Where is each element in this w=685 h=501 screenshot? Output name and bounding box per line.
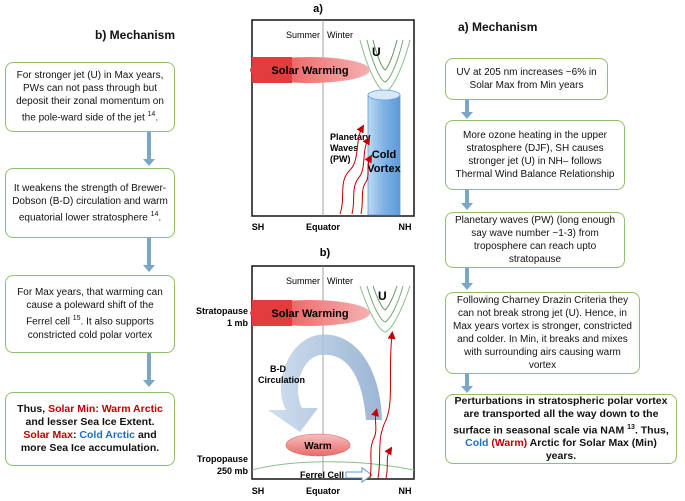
left-header: b) Mechanism: [95, 28, 176, 42]
diagram-a-solar-warming-label: Solar Warming: [271, 65, 348, 77]
right-summary-text: Perturbations in stratospheric polar vor…: [453, 394, 669, 463]
left-box-3-text: For Max years, that warming can cause a …: [17, 287, 163, 341]
left-box-2-text: It weakens the strength of Brewer- Dobso…: [12, 182, 168, 224]
right-box-3: Planetary waves (PW) (long enough say wa…: [445, 212, 625, 268]
left-box-2: It weakens the strength of Brewer- Dobso…: [5, 168, 175, 238]
diagram-b-solar-warming-label: Solar Warming: [271, 308, 348, 320]
diagram-a-wave-arrow-2: [351, 136, 371, 215]
diagram-b-summer: Summer: [286, 276, 320, 286]
diagram-a-equator: Equator: [306, 222, 340, 232]
diagram-a-jet-contour-inner: [372, 39, 398, 71]
diagram-a-nh: NH: [399, 222, 412, 232]
diagram-b-tropopause-line: [251, 461, 415, 471]
diagram-b-jet-contour-outer: [359, 285, 411, 333]
right-box-4-text: Following Charney Drazin Criteria they c…: [453, 295, 632, 371]
diagram-b-warm-label: Warm: [304, 441, 332, 452]
right-box-1-text: UV at 205 nm increases ~6% in Solar Max …: [456, 67, 597, 91]
diagram-a-wave-arrow-3: [360, 154, 372, 215]
diagram-b-winter: Winter: [327, 276, 353, 286]
diagram-a-sh: SH: [252, 222, 265, 232]
diagram-a-wave-arrow-1: [339, 124, 365, 215]
diagram-a-jet-contour-mid: [366, 39, 404, 83]
diagram-a-u-label: U: [372, 45, 381, 59]
diagram-b-wave-arrow-2: [369, 408, 379, 479]
right-box-3-text: Planetary waves (PW) (long enough say wa…: [454, 215, 616, 265]
diagram-a-summer: Summer: [286, 30, 320, 40]
diagram-b-solar-warming-left: [252, 300, 292, 326]
left-summary-box: Thus, Solar Min: Warm Arctic and lesser …: [5, 392, 175, 466]
diagram-b-sh: SH: [252, 486, 265, 496]
right-box-2-text: More ozone heating in the upper stratosp…: [455, 130, 615, 180]
left-box-3: For Max years, that warming can cause a …: [5, 275, 175, 353]
diagram-b-ferrel-label: Ferrel Cell: [300, 470, 344, 480]
diagram-a-cold-vortex-top: [367, 89, 401, 101]
diagram-b-title: b): [320, 247, 331, 259]
diagram-b-ferrel-arrow: [345, 467, 373, 483]
right-box-4: Following Charney Drazin Criteria they c…: [445, 292, 640, 374]
diagram-b-equator: Equator: [306, 486, 340, 496]
diagram-b-wave-arrow-1: [377, 331, 396, 479]
diagram-b-jet-contour-inner: [372, 285, 398, 311]
diagram-b-u-label: U: [378, 289, 387, 303]
left-box-1: For stronger jet (U) in Max years, PWs c…: [5, 62, 175, 132]
right-header: a) Mechanism: [458, 20, 538, 34]
right-box-1: UV at 205 nm increases ~6% in Solar Max …: [445, 58, 608, 100]
diagram-b-jet-contour-mid: [366, 285, 404, 323]
right-box-2: More ozone heating in the upper stratosp…: [445, 120, 625, 190]
diagram-a-winter: Winter: [327, 30, 353, 40]
diagram-b-warm: [285, 433, 351, 457]
diagram-a-title: a): [313, 3, 323, 15]
left-summary-text: Thus, Solar Min: Warm Arctic and lesser …: [17, 403, 163, 454]
diagram-b-wave-arrow-3: [384, 446, 393, 479]
right-summary-box: Perturbations in stratospheric polar vor…: [445, 394, 677, 464]
diagram-b-nh: NH: [399, 486, 412, 496]
diagram-a-solar-warming-left: [252, 57, 292, 83]
diagram-b-bd-arc: [268, 334, 382, 432]
left-box-1-text: For stronger jet (U) in Max years, PWs c…: [16, 70, 164, 124]
